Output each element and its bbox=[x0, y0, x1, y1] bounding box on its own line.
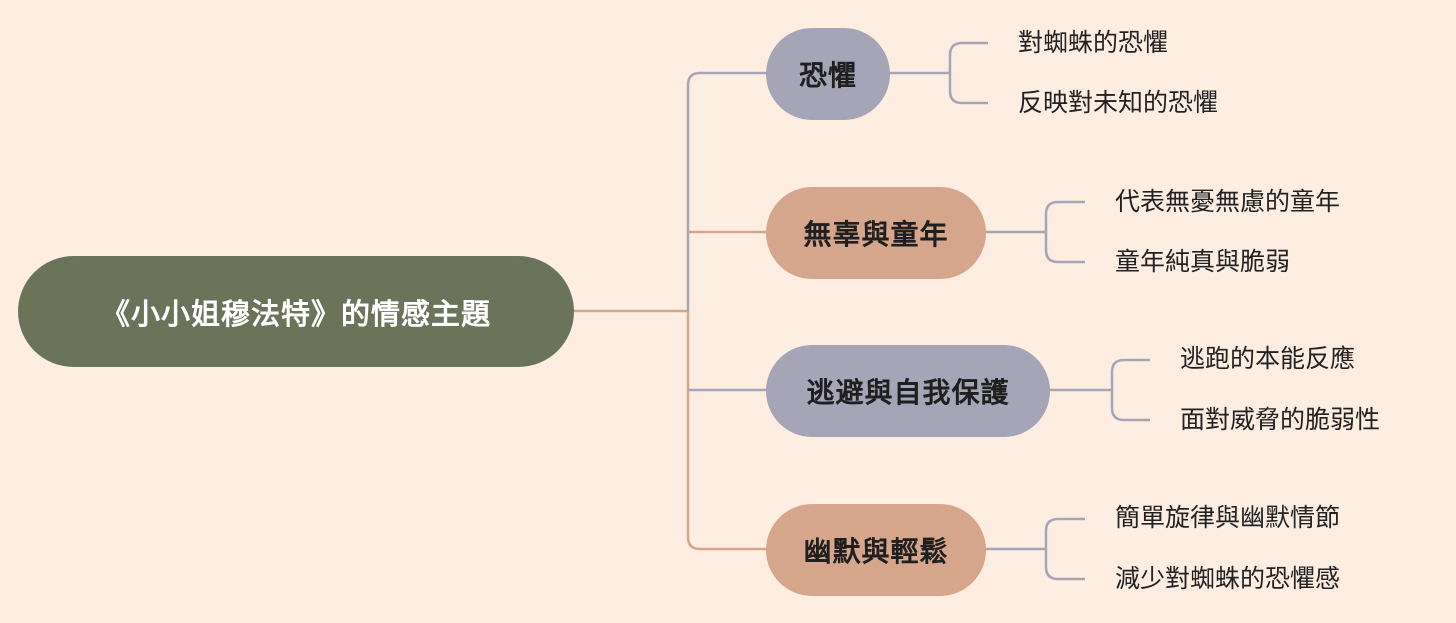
branch-humor-relaxation: 幽默與輕鬆 bbox=[766, 504, 986, 596]
leaf-innocence-2: 童年純真與脆弱 bbox=[1115, 247, 1291, 276]
leaf-humor-1: 簡單旋律與幽默情節 bbox=[1115, 503, 1341, 532]
branch-fear: 恐懼 bbox=[766, 28, 890, 120]
connector-trunk-upper bbox=[686, 71, 766, 311]
connector-leaves-2 bbox=[986, 200, 1085, 264]
leaf-escape-2: 面對威脅的脆弱性 bbox=[1180, 405, 1381, 434]
connector-leaves-1 bbox=[890, 41, 988, 105]
leaf-humor-2: 減少對蜘蛛的恐懼感 bbox=[1115, 564, 1341, 593]
connector-leaves-3 bbox=[1050, 358, 1150, 422]
root-node: 《小小姐穆法特》的情感主題 bbox=[18, 256, 574, 367]
leaf-fear-2: 反映對未知的恐懼 bbox=[1018, 88, 1219, 117]
leaf-escape-1: 逃跑的本能反應 bbox=[1180, 344, 1356, 373]
connector-trunk-lower bbox=[686, 311, 766, 551]
branch-innocence-childhood: 無辜與童年 bbox=[766, 187, 986, 279]
leaf-fear-1: 對蜘蛛的恐懼 bbox=[1018, 28, 1169, 57]
leaf-innocence-1: 代表無憂無慮的童年 bbox=[1115, 187, 1341, 216]
connector-leaves-4 bbox=[986, 517, 1085, 581]
branch-escape-self-protection: 逃避與自我保護 bbox=[766, 345, 1050, 437]
